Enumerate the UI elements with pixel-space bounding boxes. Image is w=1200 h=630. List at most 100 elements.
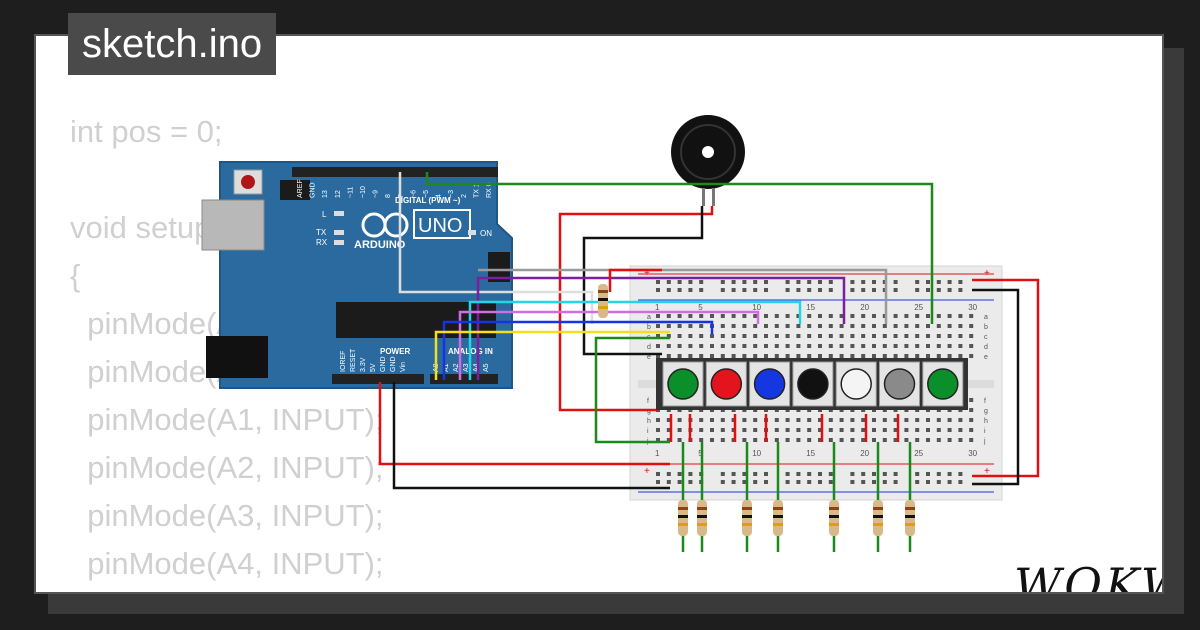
wire-violet xyxy=(458,310,760,380)
rail-plus-label: + xyxy=(644,268,650,279)
row-letter: f xyxy=(647,398,649,405)
analog-pin-label: A1 xyxy=(443,363,450,372)
wire-yellow xyxy=(434,330,670,380)
usb-connector xyxy=(201,199,265,251)
power-pin-label: 5V xyxy=(370,363,377,372)
code-line: pinMode(A3, INPUT); xyxy=(70,498,384,533)
pushbutton-green[interactable] xyxy=(922,361,964,407)
wire-white-5v xyxy=(398,172,594,324)
resistor xyxy=(764,414,783,552)
row-letter: b xyxy=(647,324,651,331)
column-number: 15 xyxy=(806,449,815,458)
digital-header xyxy=(292,167,498,177)
analog-pin-label: A2 xyxy=(453,363,460,372)
wire-black-gnd xyxy=(392,382,670,490)
circuit-diagram: ARDUINO UNO DIGITAL (PWM ~) POWER ANALOG… xyxy=(201,115,1040,552)
resistor xyxy=(820,414,839,552)
on-label: ON xyxy=(480,229,492,238)
analog-header xyxy=(430,374,498,384)
row-letter: i xyxy=(984,428,986,435)
row-letter: a xyxy=(647,314,651,321)
pulldown-resistors xyxy=(669,414,915,552)
row-letter: h xyxy=(984,418,988,425)
wires xyxy=(378,172,1040,490)
digital-pin-label: ~5 xyxy=(423,190,430,198)
digital-pin-label: ~3 xyxy=(448,190,455,198)
arduino-logo-icon xyxy=(361,212,409,238)
l-led-label: L xyxy=(322,210,327,219)
wire-red-rail xyxy=(972,278,1040,478)
code-line: pinMode(A4, INPUT); xyxy=(70,546,384,581)
pushbutton-green[interactable] xyxy=(662,361,704,407)
column-number: 1 xyxy=(655,449,660,458)
wire-green-left xyxy=(594,336,670,444)
pushbutton-black[interactable] xyxy=(792,361,834,407)
resistor xyxy=(669,414,688,552)
rail-plus-label: + xyxy=(984,268,990,279)
pushbutton-blue[interactable] xyxy=(749,361,791,407)
row-letter: f xyxy=(984,398,986,405)
column-number: 20 xyxy=(860,449,869,458)
column-number: 10 xyxy=(752,303,761,312)
pushbutton-gray[interactable] xyxy=(879,361,920,407)
arduino-uno-board[interactable]: ARDUINO UNO DIGITAL (PWM ~) POWER ANALOG… xyxy=(201,161,513,389)
digital-pin-label: 8 xyxy=(385,194,392,198)
code-line: int pos = 0; xyxy=(70,114,223,149)
power-header xyxy=(332,374,424,384)
code-line: pinMode(A2, INPUT); xyxy=(70,450,384,485)
board-brand: ARDUINO xyxy=(354,239,406,251)
column-number: 25 xyxy=(914,303,923,312)
wokwi-logo: WOKWi xyxy=(1014,558,1162,594)
wire-cyan xyxy=(468,300,802,380)
pushbutton-red[interactable] xyxy=(705,361,747,407)
power-label: POWER xyxy=(380,347,410,356)
wire-black-rail xyxy=(972,288,1020,486)
resistor xyxy=(688,414,707,552)
pushbutton-white[interactable] xyxy=(835,361,877,407)
power-pin-label: GND xyxy=(380,356,387,372)
rail-plus-label: + xyxy=(984,466,990,477)
wire-red-5v xyxy=(378,382,670,466)
wire-green-top xyxy=(425,172,934,324)
analog-pin-label: A5 xyxy=(483,363,490,372)
power-jack xyxy=(206,336,268,378)
row-letter: i xyxy=(647,428,649,435)
digital-pin-label: AREF xyxy=(297,179,304,198)
column-number: 25 xyxy=(914,449,923,458)
digital-pin-label: ~6 xyxy=(410,190,417,198)
column-number: 1 xyxy=(655,303,660,312)
code-line: { xyxy=(70,258,81,293)
wire-black-res xyxy=(608,268,662,292)
row-letter: a xyxy=(984,314,988,321)
digital-pin-label: 2 xyxy=(461,194,468,198)
wire-purple xyxy=(476,276,846,380)
row-letter: h xyxy=(647,418,651,425)
digital-pin-label: ~11 xyxy=(347,187,354,198)
piezo-buzzer[interactable] xyxy=(671,115,745,206)
power-pin-label: Vin xyxy=(400,362,407,372)
file-title[interactable]: sketch.ino xyxy=(68,13,277,75)
wire-red-buzzer xyxy=(558,206,714,412)
digital-pin-label: RX 0 xyxy=(486,182,493,198)
resistor-top xyxy=(598,284,608,318)
power-pin-label: GND xyxy=(390,356,397,372)
rx-led-label: RX xyxy=(316,238,328,247)
power-pin-label: RESET xyxy=(350,348,357,372)
column-number: 20 xyxy=(860,303,869,312)
column-number: 30 xyxy=(968,303,977,312)
digital-pin-label: GND xyxy=(310,182,317,198)
column-number: 15 xyxy=(806,303,815,312)
resistor xyxy=(896,414,915,552)
reset-button[interactable] xyxy=(241,175,255,189)
digital-pin-label: 12 xyxy=(335,190,342,198)
wire-blue xyxy=(442,320,714,380)
code-line: pinMode(A1, INPUT); xyxy=(70,402,384,437)
column-number: 30 xyxy=(968,449,977,458)
project-card[interactable]: int pos = 0;void setup(){ pinMode(A0, IN… xyxy=(34,34,1164,594)
row-letter: j xyxy=(983,438,986,445)
rail-plus-label: + xyxy=(644,466,650,477)
pushbuttons[interactable] xyxy=(656,358,968,410)
column-number: 5 xyxy=(698,449,703,458)
